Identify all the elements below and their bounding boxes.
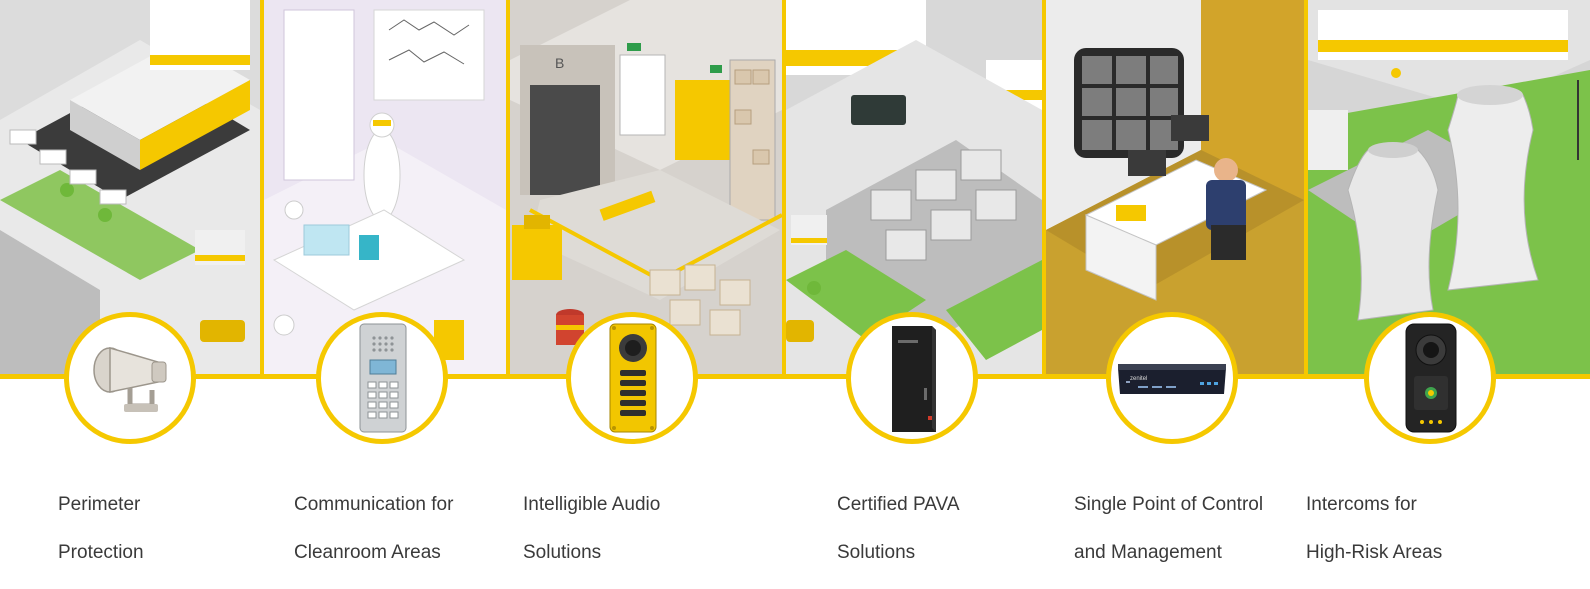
perimeter-product-badge[interactable] bbox=[64, 312, 196, 444]
pava-product-badge[interactable] bbox=[846, 312, 978, 444]
server-brand-label: zenitel bbox=[1130, 376, 1147, 382]
audio-product-badge[interactable] bbox=[566, 312, 698, 444]
caption-certified-pava: Certified PAVA Solutions bbox=[837, 469, 960, 589]
caption-cleanroom-communication: Communication for Cleanroom Areas bbox=[294, 469, 453, 589]
control-room-scene bbox=[1046, 0, 1304, 376]
yellow-baseline bbox=[0, 374, 1590, 379]
caption-line: Intercoms for bbox=[1306, 494, 1417, 515]
illustration-strip: B bbox=[0, 0, 1590, 378]
caption-line: Protection bbox=[58, 542, 144, 563]
highrisk-product-badge[interactable] bbox=[1364, 312, 1496, 444]
control-product-badge[interactable]: zenitel bbox=[1106, 312, 1238, 444]
panel-divider bbox=[1042, 0, 1046, 378]
substation-scene bbox=[786, 0, 1042, 376]
cleanroom-intercom-icon bbox=[359, 323, 407, 433]
cleanroom-product-badge[interactable] bbox=[316, 312, 448, 444]
caption-line: Solutions bbox=[523, 542, 602, 563]
panel-divider bbox=[506, 0, 510, 378]
panel-divider bbox=[1304, 0, 1308, 378]
caption-line: Single Point of Control bbox=[1074, 494, 1264, 515]
industrial-scene bbox=[1308, 0, 1590, 376]
caption-line: Certified PAVA bbox=[837, 494, 960, 515]
caption-line: Cleanroom Areas bbox=[294, 542, 441, 563]
panel-divider bbox=[260, 0, 264, 378]
horn-speaker-icon bbox=[93, 347, 167, 412]
caption-intelligible-audio: Intelligible Audio Solutions bbox=[523, 469, 660, 589]
svg-text:B: B bbox=[555, 55, 564, 71]
warehouse-scene: B bbox=[510, 0, 782, 376]
caption-line: Intelligible Audio bbox=[523, 494, 661, 515]
perimeter-scene bbox=[0, 0, 260, 376]
yellow-intercom-icon bbox=[609, 323, 657, 433]
caption-single-point-control: Single Point of Control and Management bbox=[1074, 469, 1263, 589]
rugged-intercom-icon bbox=[1405, 323, 1457, 433]
caption-perimeter-protection: Perimeter Protection bbox=[58, 469, 144, 589]
caption-line: Solutions bbox=[837, 542, 916, 563]
caption-high-risk-intercoms: Intercoms for High-Risk Areas bbox=[1306, 469, 1442, 589]
caption-line: Perimeter bbox=[58, 494, 141, 515]
caption-line: and Management bbox=[1074, 542, 1222, 563]
caption-line: Communication for bbox=[294, 494, 454, 515]
control-server-icon: zenitel bbox=[1118, 364, 1226, 394]
caption-line: High-Risk Areas bbox=[1306, 542, 1443, 563]
panel-divider bbox=[782, 0, 786, 378]
pava-cabinet-icon bbox=[892, 326, 936, 432]
